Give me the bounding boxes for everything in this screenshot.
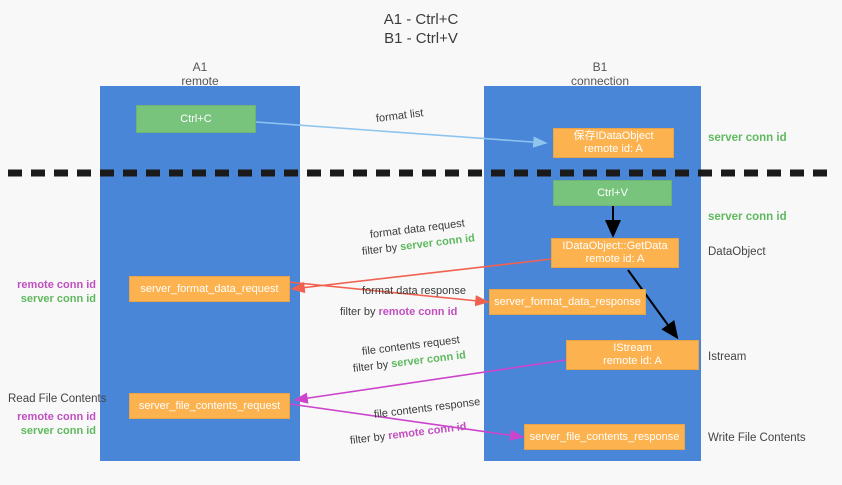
box-server-file-contents-request-label: server_file_contents_request	[138, 399, 281, 412]
right-label-server-conn-id-top: server conn id	[708, 132, 787, 144]
box-server-format-data-response-label: server_format_data_response	[494, 295, 641, 308]
column-header-a1-name: A1	[192, 60, 208, 74]
box-server-file-contents-response-label: server_file_contents_response	[529, 430, 680, 443]
edge-label-file-contents-response-filter: filter by remote conn id	[349, 420, 467, 448]
box-server-format-data-response[interactable]: server_format_data_response	[489, 289, 646, 315]
box-ctrl-v-label: Ctrl+V	[597, 186, 628, 199]
box-server-format-data-request-label: server_format_data_request	[140, 282, 279, 295]
diagram-title-line2: B1 - Ctrl+V	[384, 30, 458, 47]
filter-value-remote-conn-id: remote conn id	[387, 420, 468, 443]
box-ctrl-c[interactable]: Ctrl+C	[136, 105, 256, 133]
left-legend-remote-conn-id-lower: remote conn id	[17, 411, 96, 423]
filter-value-remote-conn-id: remote conn id	[378, 306, 458, 318]
right-label-server-conn-id-mid: server conn id	[708, 211, 787, 223]
box-server-format-data-request[interactable]: server_format_data_request	[129, 276, 290, 302]
left-legend-server-conn-id-upper: server conn id	[20, 293, 96, 305]
right-label-istream: Istream	[708, 351, 747, 363]
column-header-b1-sub: connection	[570, 74, 630, 88]
column-header-b1-name: B1	[592, 60, 608, 74]
filter-prefix: filter by	[349, 430, 389, 447]
filter-prefix: filter by	[361, 241, 401, 258]
box-istream-line1: IStream	[613, 342, 652, 354]
box-server-file-contents-request[interactable]: server_file_contents_request	[129, 393, 290, 419]
left-legend-server-conn-id-lower: server conn id	[20, 425, 96, 437]
filter-prefix: filter by	[352, 358, 392, 375]
edge-label-format-list: format list	[375, 107, 425, 125]
right-label-dataobject: DataObject	[708, 246, 766, 258]
filter-prefix: filter by	[340, 306, 379, 318]
diagram-title-line1: A1 - Ctrl+C	[383, 11, 459, 28]
box-server-file-contents-response[interactable]: server_file_contents_response	[524, 424, 685, 450]
edge-label-format-data-response: format data response	[362, 285, 466, 297]
box-save-idataobject[interactable]: 保存IDataObject remote id: A	[553, 128, 674, 158]
right-label-write-file-contents: Write File Contents	[708, 432, 806, 444]
box-save-idataobject-line2: remote id: A	[584, 143, 643, 155]
edge-label-format-data-response-filter: filter by remote conn id	[340, 305, 457, 319]
edge-label-file-contents-response: file contents response	[373, 396, 481, 421]
left-label-read-file-contents: Read File Contents	[8, 393, 107, 405]
box-save-idataobject-line1: 保存IDataObject	[573, 130, 654, 142]
box-istream[interactable]: IStream remote id: A	[566, 340, 699, 370]
box-getdata[interactable]: IDataObject::GetData remote id: A	[551, 238, 679, 268]
box-getdata-line1: IDataObject::GetData	[562, 240, 668, 252]
left-legend-remote-conn-id-upper: remote conn id	[17, 279, 96, 291]
box-istream-line2: remote id: A	[603, 355, 662, 367]
column-header-a1-sub: remote	[181, 74, 219, 88]
box-getdata-line2: remote id: A	[585, 253, 645, 265]
box-ctrl-v[interactable]: Ctrl+V	[553, 180, 672, 206]
box-ctrl-c-label: Ctrl+C	[180, 112, 212, 125]
